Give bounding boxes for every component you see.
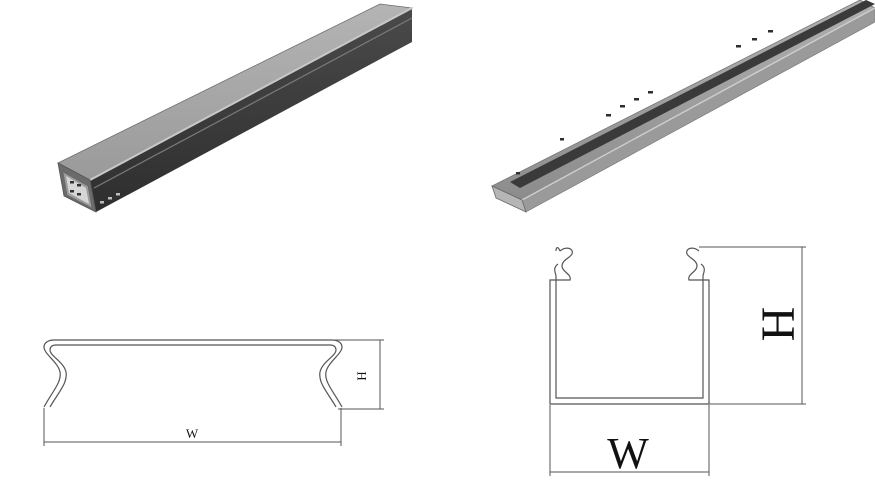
trunking-side-face: [90, 8, 412, 212]
cover-height-label: H: [354, 371, 369, 380]
trunking-slot-hole: [70, 181, 74, 184]
base-width-label: W: [607, 429, 649, 478]
trunking-base-3d: [491, 0, 875, 213]
cover-cross-section: W H: [43, 339, 384, 446]
base-cross-section: W H: [549, 246, 806, 478]
assembled-trunking-3d: [57, 3, 414, 213]
base-rail-end-profile: [491, 185, 527, 213]
base-rail-mounting-holes: [560, 30, 773, 141]
base-profile-outline: [549, 247, 710, 405]
base-rail-channel: [510, 0, 875, 188]
cover-width-label: W: [186, 426, 199, 441]
base-height-label: H: [752, 307, 805, 342]
cover-profile-outline: [43, 339, 343, 408]
trunking-cover-rim: [89, 7, 413, 181]
trunking-top-face: [57, 3, 414, 181]
